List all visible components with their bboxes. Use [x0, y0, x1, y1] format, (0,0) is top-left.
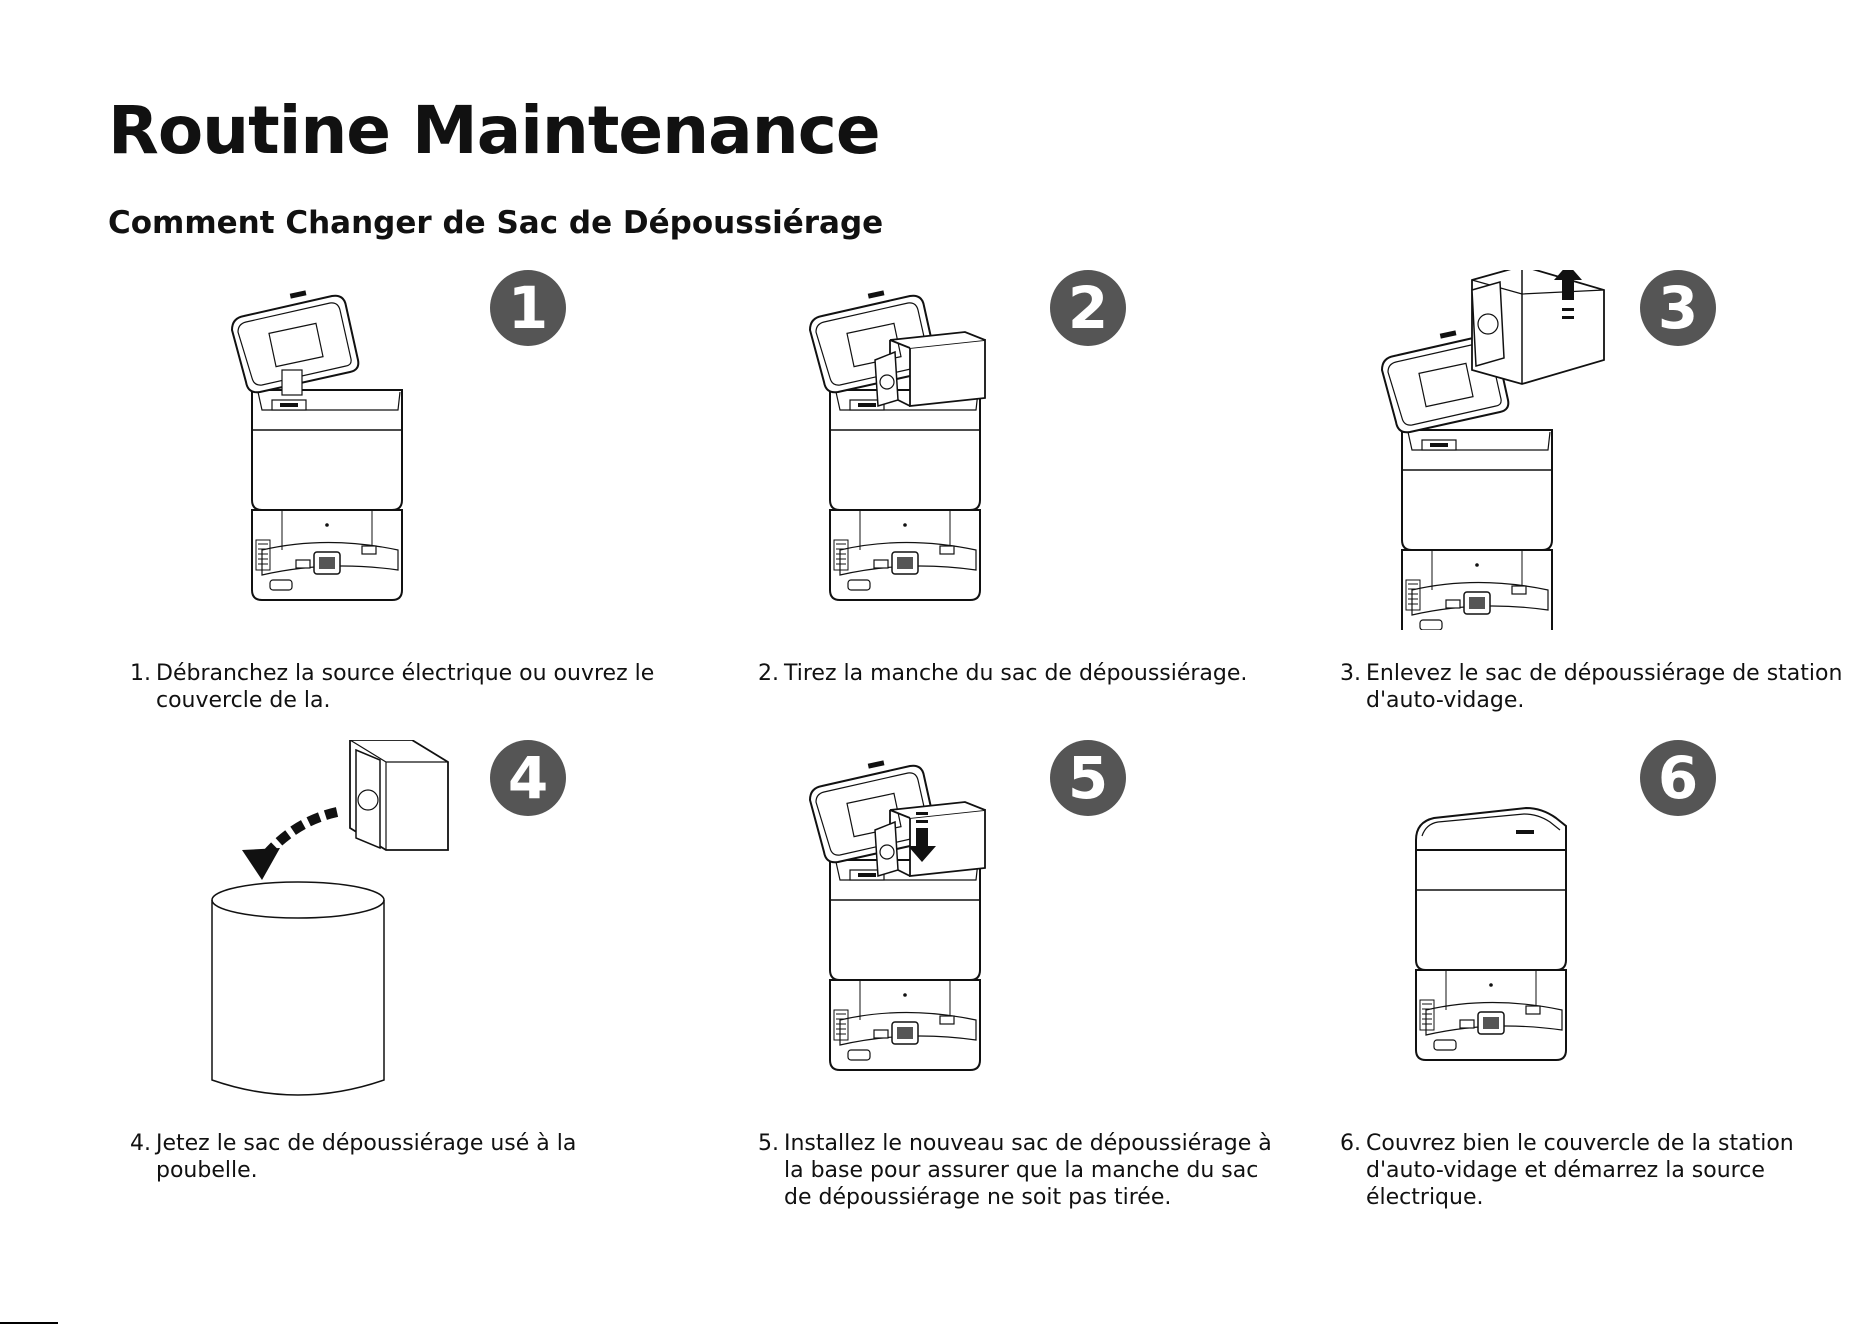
step-badge-6: 6 — [1640, 740, 1716, 816]
step-text-3: Enlevez le sac de dépoussiérage de stati… — [1366, 660, 1870, 714]
page-title: Routine Maintenance — [108, 92, 880, 169]
station-bag-installed-illustration — [740, 740, 1300, 1100]
station-closed-illustration — [1322, 740, 1872, 1100]
step-badge-2: 2 — [1050, 270, 1126, 346]
step-caption-4: 4. Jetez le sac de dépoussiérage usé à l… — [130, 1130, 660, 1184]
step-caption-2: 2. Tirez la manche du sac de dépoussiéra… — [758, 660, 1288, 687]
step-caption-5: 5. Installez le nouveau sac de dépoussié… — [758, 1130, 1288, 1211]
step-text-1: Débranchez la source électrique ou ouvre… — [156, 660, 660, 714]
step-number-1: 1. — [130, 660, 156, 714]
page-subtitle: Comment Changer de Sac de Dépoussiérage — [108, 205, 883, 241]
step-caption-6: 6. Couvrez bien le couvercle de la stati… — [1340, 1130, 1870, 1211]
step-3: 3 3. Enlevez le sac de dépoussiérage de … — [1322, 270, 1872, 770]
step-text-5: Installez le nouveau sac de dépoussiérag… — [784, 1130, 1288, 1211]
step-badge-1: 1 — [490, 270, 566, 346]
station-open-illustration — [112, 270, 672, 630]
step-caption-3: 3. Enlevez le sac de dépoussiérage de st… — [1340, 660, 1870, 714]
step-text-6: Couvrez bien le couvercle de la station … — [1366, 1130, 1870, 1211]
step-badge-4: 4 — [490, 740, 566, 816]
station-bag-removed-illustration — [1322, 270, 1872, 630]
step-badge-5: 5 — [1050, 740, 1126, 816]
step-number-2: 2. — [758, 660, 784, 687]
step-1: 1 1. Débranchez la source électrique ou … — [112, 270, 672, 770]
step-2: 2 2. Tirez la manche du sac de dépoussié… — [740, 270, 1300, 770]
step-6: 6 6. Couvrez bien le couvercle de la sta… — [1322, 740, 1872, 1240]
station-bag-pulled-illustration — [740, 270, 1300, 630]
step-number-5: 5. — [758, 1130, 784, 1211]
step-text-2: Tirez la manche du sac de dépoussiérage. — [784, 660, 1288, 687]
step-number-3: 3. — [1340, 660, 1366, 714]
step-text-4: Jetez le sac de dépoussiérage usé à la p… — [156, 1130, 660, 1184]
trash-bin-illustration — [112, 740, 672, 1100]
step-badge-3: 3 — [1640, 270, 1716, 346]
step-5: 5 5. Installez le nouveau sac de dépouss… — [740, 740, 1300, 1240]
step-caption-1: 1. Débranchez la source électrique ou ou… — [130, 660, 660, 714]
step-number-6: 6. — [1340, 1130, 1366, 1211]
step-number-4: 4. — [130, 1130, 156, 1184]
step-4: 4 4. Jetez le sac de dépoussiérage usé à… — [112, 740, 672, 1240]
